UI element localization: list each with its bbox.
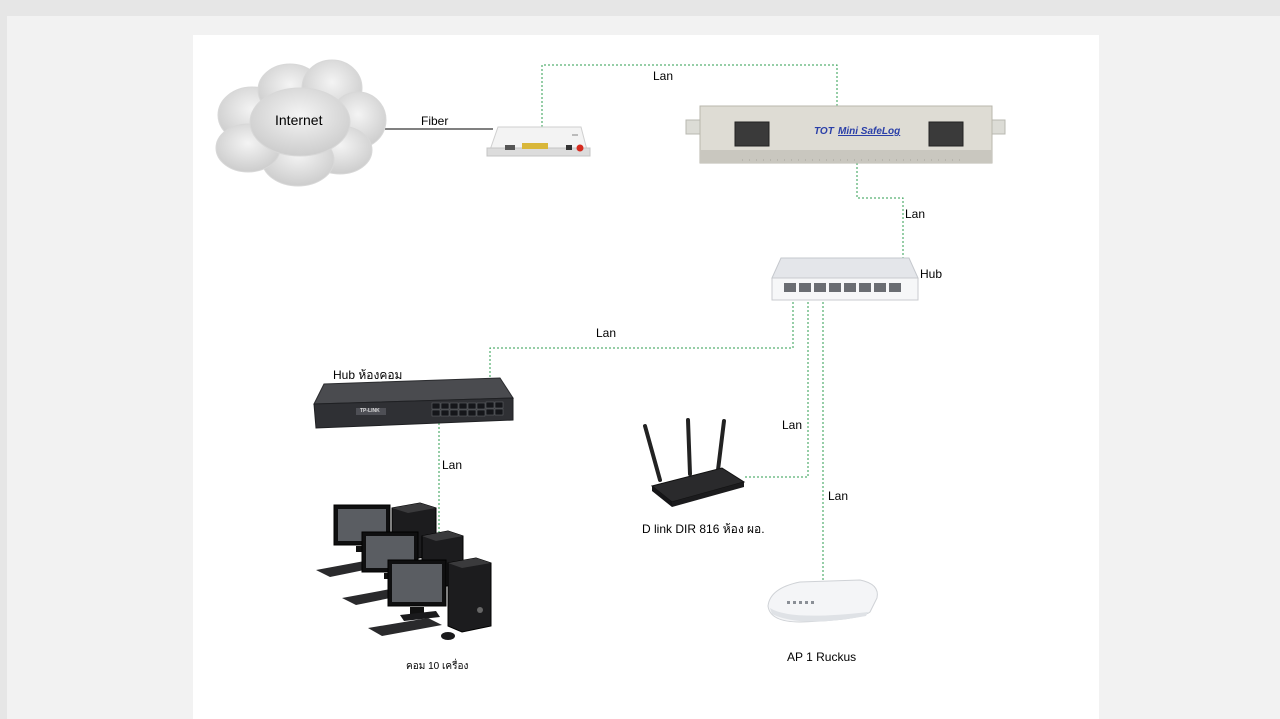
dlink-label: D link DIR 816 ห้อง ผอ. — [642, 522, 765, 536]
lan-label-dlink: Lan — [782, 418, 803, 432]
connections — [385, 64, 904, 580]
lan-link-hub-to-dlink — [745, 290, 809, 478]
hub-label: Hub — [920, 267, 943, 281]
top-bar — [0, 0, 1280, 16]
pcs-label: คอม 10 เครื่อง — [406, 661, 469, 672]
switch-brand-text: TP-LINK — [360, 408, 380, 414]
lan-link-hub-to-room-hub — [489, 290, 794, 402]
lan-link-ont-to-safelog — [541, 64, 838, 147]
room-hub-switch-icon — [313, 377, 514, 429]
ap-label: AP 1 Ruckus — [787, 650, 857, 664]
mini-safelog-device-icon — [685, 105, 1006, 164]
main-hub-icon — [771, 257, 919, 301]
dlink-router-icon — [643, 418, 746, 507]
fiber-label: Fiber — [421, 114, 449, 128]
lan-label-ap: Lan — [828, 489, 849, 503]
lan-label-hub-left: Lan — [596, 326, 617, 340]
lan-label-safelog-hub: Lan — [905, 207, 926, 221]
internet-label: Internet — [275, 112, 323, 128]
ruckus-ap-icon — [767, 579, 878, 623]
lan-link-safelog-to-hub — [856, 163, 904, 285]
room-hub-label: Hub ห้องคอม — [333, 368, 403, 382]
ont-modem-icon — [486, 126, 591, 157]
computers-icon — [316, 502, 492, 640]
safelog-model-text: Mini SafeLog — [838, 126, 901, 137]
safelog-brand-text: TOT — [814, 126, 834, 137]
internet-cloud-icon — [215, 59, 387, 187]
lan-label-pcs: Lan — [442, 458, 463, 472]
lan-label-top: Lan — [653, 69, 674, 83]
